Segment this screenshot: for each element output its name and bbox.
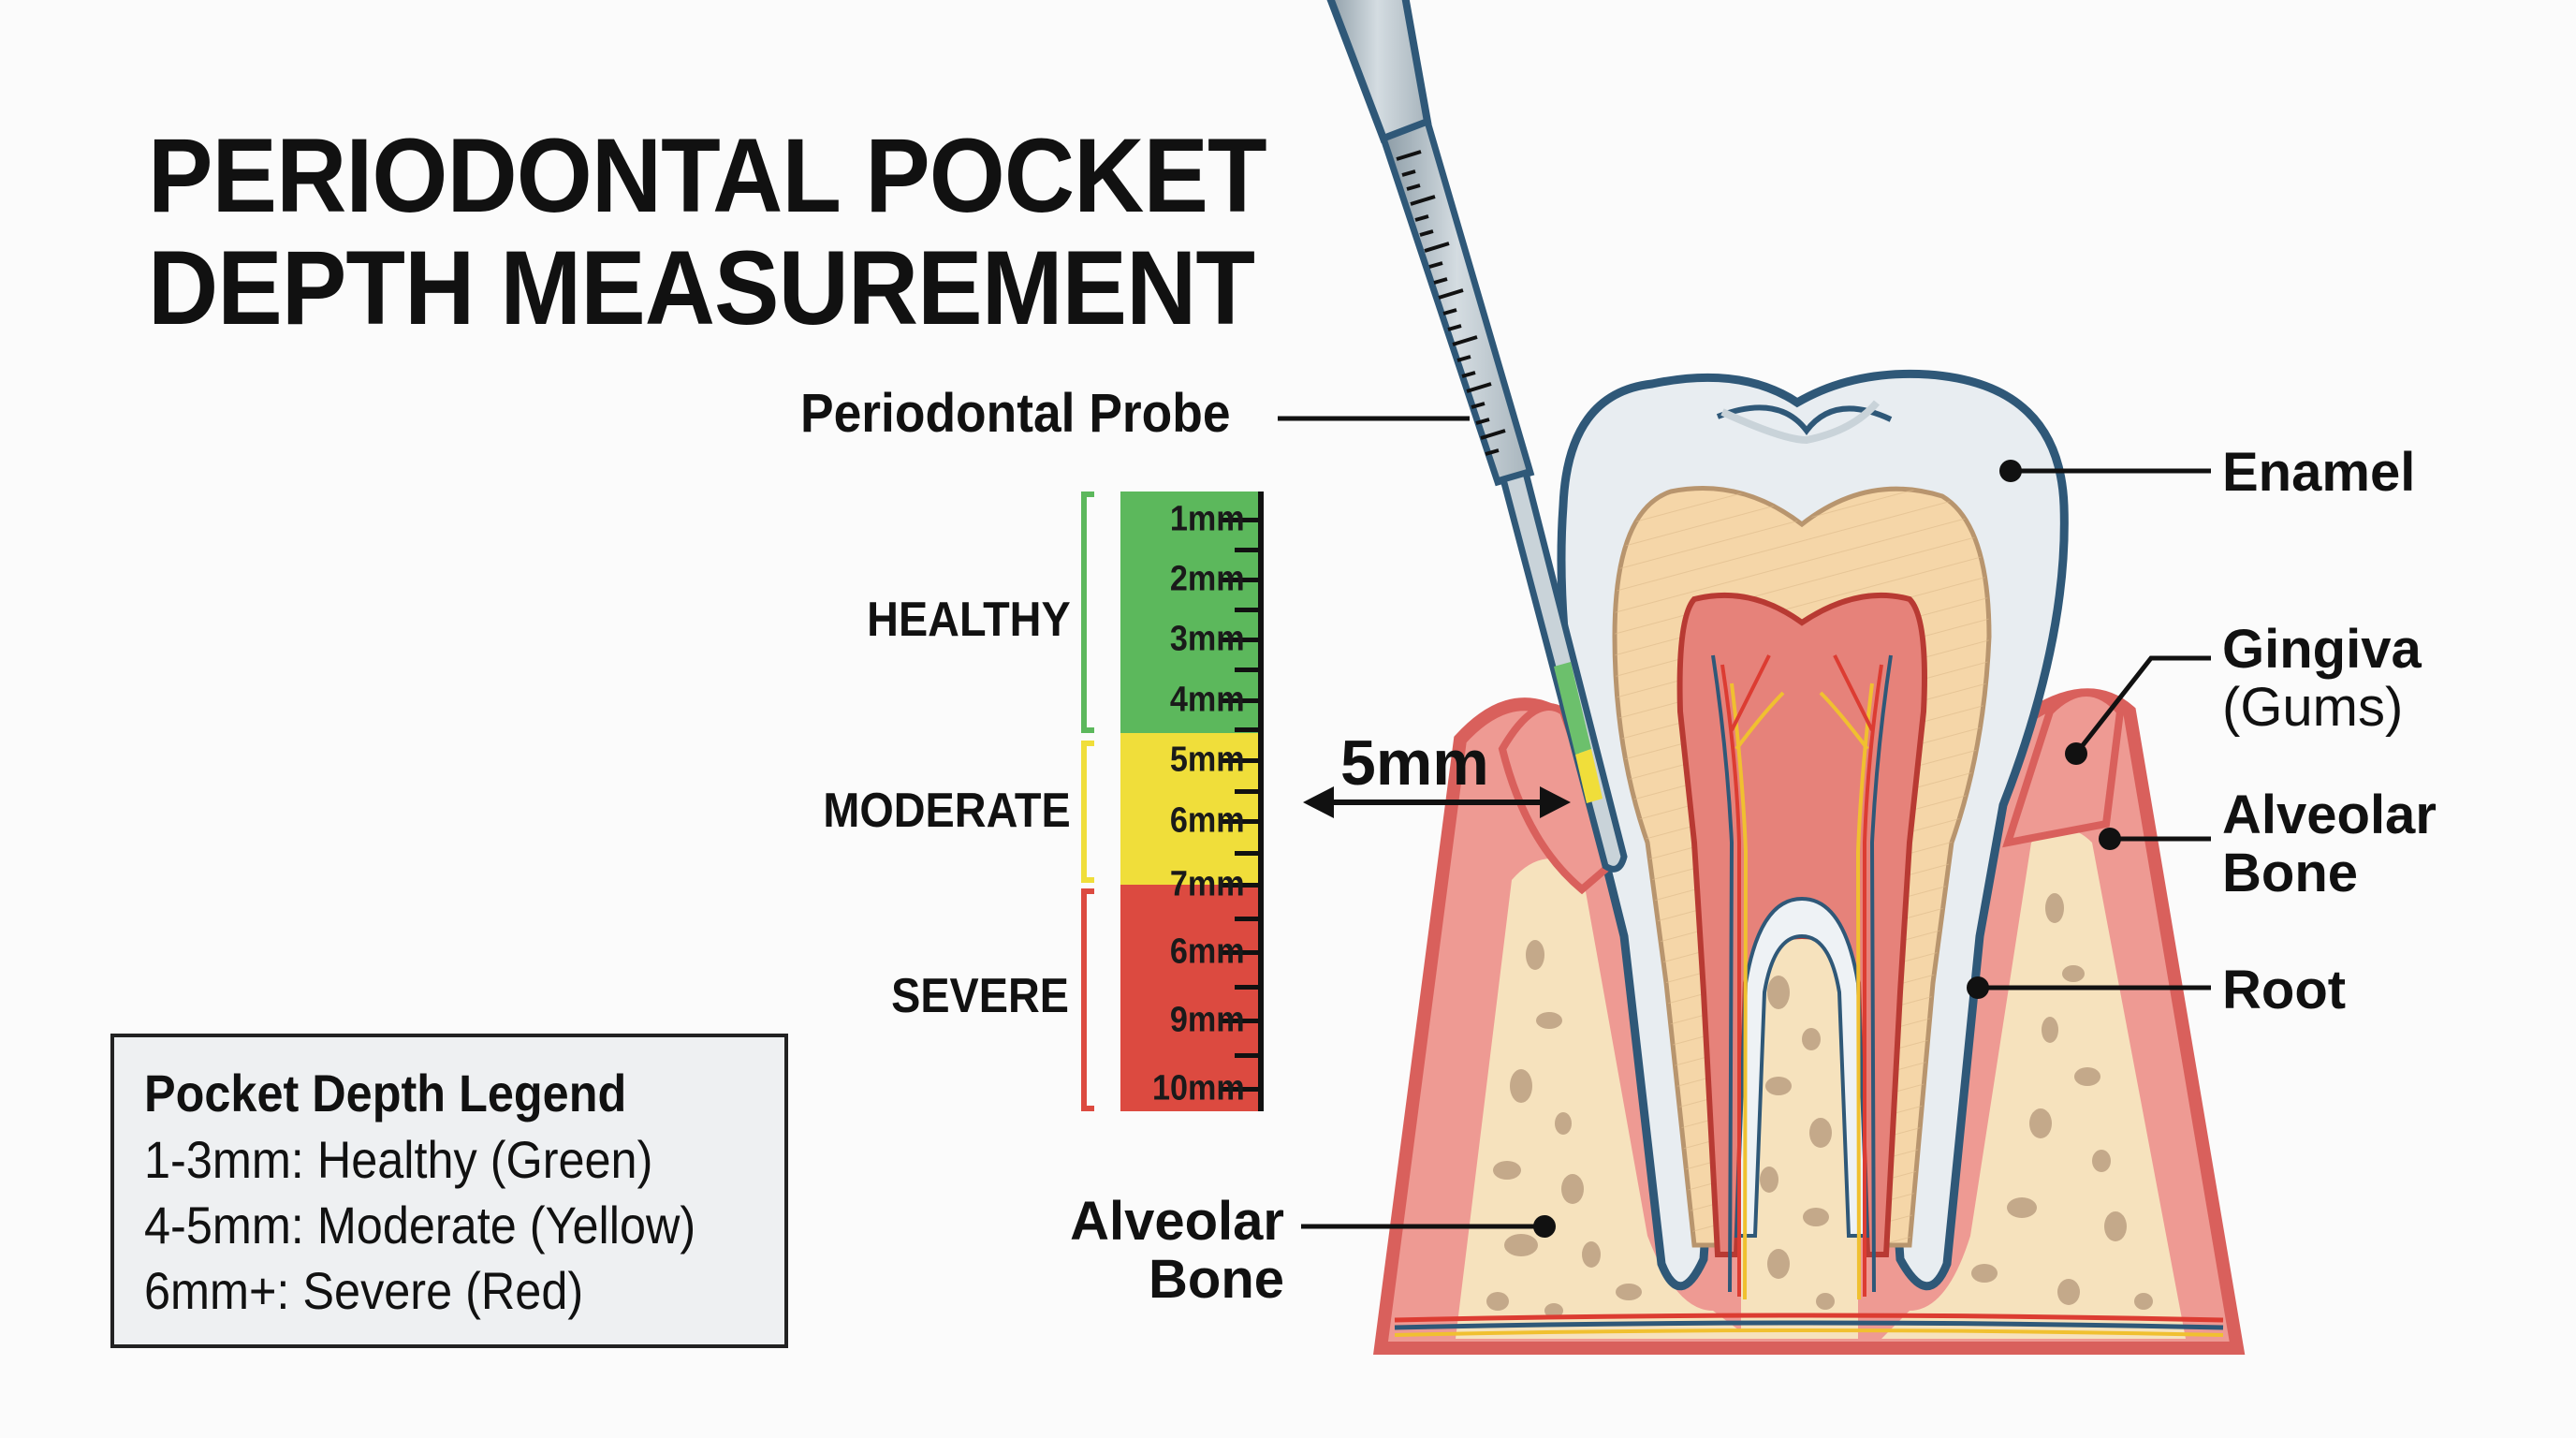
tick-major [1220,638,1259,642]
tick-minor [1235,985,1259,990]
zone-label-healthy: HEALTHY [867,593,1071,647]
alveolar-bone-label-left: Alveolar Bone [1070,1193,1284,1309]
measurement-arrow [1303,786,1571,818]
tick-minor [1235,727,1259,732]
enamel-label: Enamel [2222,442,2416,503]
tick-major [1220,1087,1259,1092]
title-line-2: DEPTH MEASUREMENT [148,229,1255,346]
tick-major [1220,1019,1259,1023]
probe-label: Periodontal Probe [800,383,1231,444]
scale-mark: 1mm [1170,499,1245,539]
root-label: Root [2222,960,2347,1020]
page-title: PERIODONTAL POCKET DEPTH MEASUREMENT [148,117,1267,346]
tooth [1557,369,2069,1300]
tick-major [1220,950,1259,955]
zone-label-moderate: MODERATE [823,784,1071,838]
alveolar-bone [1456,829,2186,1339]
tick-minor [1235,851,1259,856]
scale-mark: 9mm [1170,1000,1245,1040]
scale-mark: 5mm [1170,740,1245,780]
scale-mark: 7mm [1170,864,1245,904]
gingiva-label: Gingiva (Gums) [2222,621,2422,737]
tick-minor [1235,1053,1259,1058]
tick-major [1220,518,1259,522]
tick-major [1220,819,1259,824]
bracket-severe [1081,888,1094,1111]
tick-major [1220,883,1259,888]
alveolar-bone-label-left-line1: Alveolar [1070,1191,1284,1252]
blood-vessels-base [1394,1313,2224,1337]
tick-major [1220,758,1259,763]
tick-minor [1235,668,1259,672]
measurement-label: 5mm [1340,727,1489,799]
tick-minor [1235,548,1259,552]
bracket-moderate [1081,741,1094,883]
legend-item-healthy: 1-3mm: Healthy (Green) [144,1130,653,1189]
depth-scale: 1mm 2mm 3mm 4mm 5mm 6mm 7mm 6mm 9mm 10mm [1081,492,1301,1111]
periodontal-probe[interactable] [1326,0,1628,873]
legend-item-severe: 6mm+: Severe (Red) [144,1261,584,1320]
alveolar-bone-label-left-line2: Bone [1149,1249,1284,1310]
legend-box: Pocket Depth Legend 1-3mm: Healthy (Gree… [110,1034,788,1348]
zone-label-severe: SEVERE [891,969,1069,1023]
scale-mark: 2mm [1170,559,1245,599]
scale-mark: 6mm [1170,800,1245,841]
tick-minor [1235,789,1259,794]
title-line-1: PERIODONTAL POCKET [148,117,1267,234]
alveolar-bone-label-right-line1: Alveolar [2222,785,2437,845]
scale-mark: 6mm [1170,932,1245,972]
scale-mark: 3mm [1170,619,1245,659]
scale-mark: 4mm [1170,680,1245,720]
tick-minor [1235,917,1259,921]
scale-zone-healthy [1120,492,1259,733]
scale-zone-severe [1120,885,1259,1111]
legend-title: Pocket Depth Legend [144,1064,627,1123]
tick-major [1220,698,1259,703]
scale-axis [1258,492,1264,1111]
alveolar-bone-label-right: Alveolar Bone [2222,786,2437,902]
alveolar-bone-label-right-line2: Bone [2222,843,2358,903]
legend-item-moderate: 4-5mm: Moderate (Yellow) [144,1196,696,1255]
leader-lines [1278,416,2211,1229]
tick-minor [1235,608,1259,612]
leader-dots [1533,460,2121,1238]
gingiva-label-sub: (Gums) [2222,677,2404,738]
scale-mark: 10mm [1152,1068,1245,1108]
gingiva-label-main: Gingiva [2222,619,2422,680]
bracket-healthy [1081,492,1094,733]
tick-major [1220,578,1259,582]
